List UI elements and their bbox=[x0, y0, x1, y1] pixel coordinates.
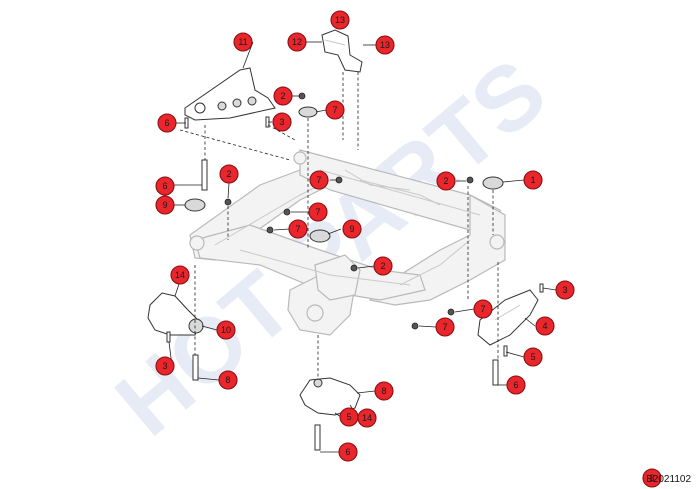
callout[interactable]: 6 bbox=[157, 113, 177, 133]
callout[interactable]: 7 bbox=[309, 351, 314, 361]
callout[interactable]: 6 bbox=[506, 375, 526, 395]
alignment-lines bbox=[179, 72, 499, 380]
svg-text:9: 9 bbox=[162, 200, 167, 210]
svg-text:7: 7 bbox=[442, 322, 447, 332]
svg-text:3: 3 bbox=[162, 361, 167, 371]
svg-text:3: 3 bbox=[562, 285, 567, 295]
callout[interactable]: 6 bbox=[155, 176, 175, 196]
callout[interactable]: 3 bbox=[555, 280, 575, 300]
svg-text:9: 9 bbox=[349, 224, 354, 234]
svg-text:11: 11 bbox=[238, 37, 247, 47]
callout[interactable]: 10 bbox=[216, 320, 236, 340]
callout[interactable]: 7 bbox=[325, 100, 345, 120]
svg-text:8: 8 bbox=[381, 386, 386, 396]
callout[interactable]: 7 bbox=[473, 299, 493, 319]
callout[interactable]: 6 bbox=[338, 442, 358, 462]
callout[interactable]: 14 bbox=[170, 265, 190, 285]
callout[interactable]: 7 bbox=[309, 170, 329, 190]
svg-text:14: 14 bbox=[175, 270, 185, 280]
svg-text:2: 2 bbox=[280, 91, 285, 101]
callout[interactable]: 2 bbox=[273, 86, 293, 106]
callout[interactable]: 7 bbox=[435, 317, 455, 337]
svg-text:8: 8 bbox=[225, 375, 230, 385]
callout[interactable]: 9 bbox=[155, 195, 175, 215]
callout[interactable]: 2 bbox=[219, 164, 239, 184]
callout[interactable]: 3 bbox=[272, 112, 292, 132]
svg-text:6: 6 bbox=[162, 181, 167, 191]
svg-text:7: 7 bbox=[295, 224, 300, 234]
callout[interactable]: 7 bbox=[288, 219, 308, 239]
svg-text:7: 7 bbox=[480, 304, 485, 314]
bracket-front-center bbox=[299, 377, 361, 416]
svg-text:7: 7 bbox=[316, 175, 321, 185]
svg-text:13: 13 bbox=[335, 15, 345, 25]
svg-text:3: 3 bbox=[649, 473, 654, 483]
subframe bbox=[189, 149, 506, 336]
callout[interactable]: 8 bbox=[374, 381, 394, 401]
svg-text:4: 4 bbox=[542, 321, 547, 331]
bracket-12 bbox=[321, 29, 363, 73]
bolts bbox=[166, 116, 544, 451]
svg-text:12: 12 bbox=[292, 37, 302, 47]
callout[interactable]: 2 bbox=[436, 171, 456, 191]
svg-text:2: 2 bbox=[380, 261, 385, 271]
svg-text:6: 6 bbox=[345, 447, 350, 457]
svg-text:13: 13 bbox=[380, 40, 390, 50]
svg-text:3: 3 bbox=[279, 117, 284, 127]
svg-text:6: 6 bbox=[164, 118, 169, 128]
diagram-code: B2021102 bbox=[646, 474, 691, 485]
svg-text:7: 7 bbox=[315, 207, 320, 217]
callout[interactable]: 1 bbox=[523, 170, 543, 190]
callout[interactable]: 3 bbox=[155, 356, 175, 376]
svg-text:2: 2 bbox=[443, 176, 448, 186]
svg-text:1: 1 bbox=[530, 175, 535, 185]
svg-text:6: 6 bbox=[513, 380, 518, 390]
svg-text:14: 14 bbox=[362, 413, 372, 423]
callout[interactable]: 14 bbox=[357, 408, 377, 428]
callout[interactable]: 9 bbox=[342, 219, 362, 239]
callout[interactable]: 13 bbox=[330, 10, 350, 30]
svg-text:5: 5 bbox=[530, 352, 535, 362]
svg-text:7: 7 bbox=[332, 105, 337, 115]
svg-text:2: 2 bbox=[226, 169, 231, 179]
callout[interactable]: 7 bbox=[308, 202, 328, 222]
callout[interactable]: 13 bbox=[375, 35, 395, 55]
callout[interactable]: 4 bbox=[535, 316, 555, 336]
bracket-11 bbox=[184, 67, 276, 121]
bracket-right-front bbox=[477, 289, 539, 346]
callout[interactable]: 11 bbox=[233, 32, 253, 52]
callout[interactable]: 8 bbox=[218, 370, 238, 390]
callouts: 11 12 13 13 2 7 6 3 6 2 9 7 2 1 7 7 9 2 … bbox=[155, 10, 662, 488]
callout[interactable]: 5 bbox=[523, 347, 543, 367]
callout[interactable]: 5 bbox=[339, 407, 359, 427]
callout[interactable]: 2 bbox=[373, 256, 393, 276]
callout[interactable]: 3 bbox=[642, 468, 662, 488]
svg-text:5: 5 bbox=[346, 412, 351, 422]
callout[interactable]: 12 bbox=[287, 32, 307, 52]
svg-text:10: 10 bbox=[221, 325, 231, 335]
